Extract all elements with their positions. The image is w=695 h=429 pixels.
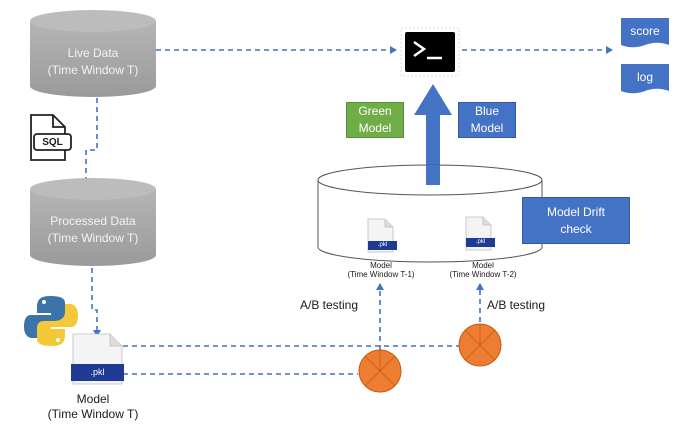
ab-testing-label-right: A/B testing [487, 298, 546, 312]
pkl-file-icon-t2 [465, 216, 495, 251]
sql-icon-label: SQL [42, 137, 63, 148]
ab-testing-label-left: A/B testing [300, 298, 359, 312]
connectors [82, 46, 613, 375]
model-store-db [317, 164, 543, 263]
live-data-db [30, 10, 156, 97]
live-data-label: Live Data (Time Window T) [30, 42, 156, 82]
log-output-shape [621, 64, 669, 94]
model-t-caption: Model (Time Window T) [30, 392, 156, 422]
pkl-ext-t1: .pkl [377, 242, 388, 248]
model-t1-window: (Time Window T-1) [347, 270, 415, 279]
model-t1-caption: Model (Time Window T-1) [335, 261, 427, 279]
processed-data-subtitle: (Time Window T) [47, 231, 139, 245]
pkl-ext-t2: .pkl [475, 239, 486, 245]
model-drift-check-box: Model Drift check [522, 197, 630, 244]
processed-data-title: Processed Data [50, 214, 136, 228]
python-logo-icon [24, 296, 78, 346]
score-output-label: score [630, 23, 660, 38]
processed-data-db [30, 178, 156, 266]
pkl-file-icon-t1 [367, 218, 397, 253]
live-data-subtitle: (Time Window T) [47, 63, 139, 77]
model-t1-name: Model [370, 261, 392, 270]
ab-splitter-right [458, 323, 502, 367]
blue-model-box: Blue Model [458, 102, 516, 138]
green-model-box: Green Model [346, 102, 404, 138]
processed-to-model-connector [91, 268, 101, 337]
ab-splitter-left [358, 349, 402, 393]
log-output-label: log [636, 69, 653, 84]
live-to-processed-connector [82, 98, 98, 189]
model-t2-window: (Time Window T-2) [449, 270, 517, 279]
terminal-icon [400, 27, 460, 77]
model-t2-name: Model [472, 261, 494, 270]
sql-file-icon [30, 114, 72, 161]
pkl-file-icon-t [71, 333, 124, 385]
model-t2-caption: Model (Time Window T-2) [437, 261, 529, 279]
model-t-name: Model [76, 392, 110, 406]
score-output-shape [621, 18, 669, 48]
live-data-title: Live Data [67, 46, 119, 60]
pkl-ext-t: .pkl [90, 367, 105, 377]
processed-data-label: Processed Data (Time Window T) [30, 210, 156, 250]
deploy-arrow [414, 84, 452, 185]
model-t-window: (Time Window T) [47, 407, 139, 421]
